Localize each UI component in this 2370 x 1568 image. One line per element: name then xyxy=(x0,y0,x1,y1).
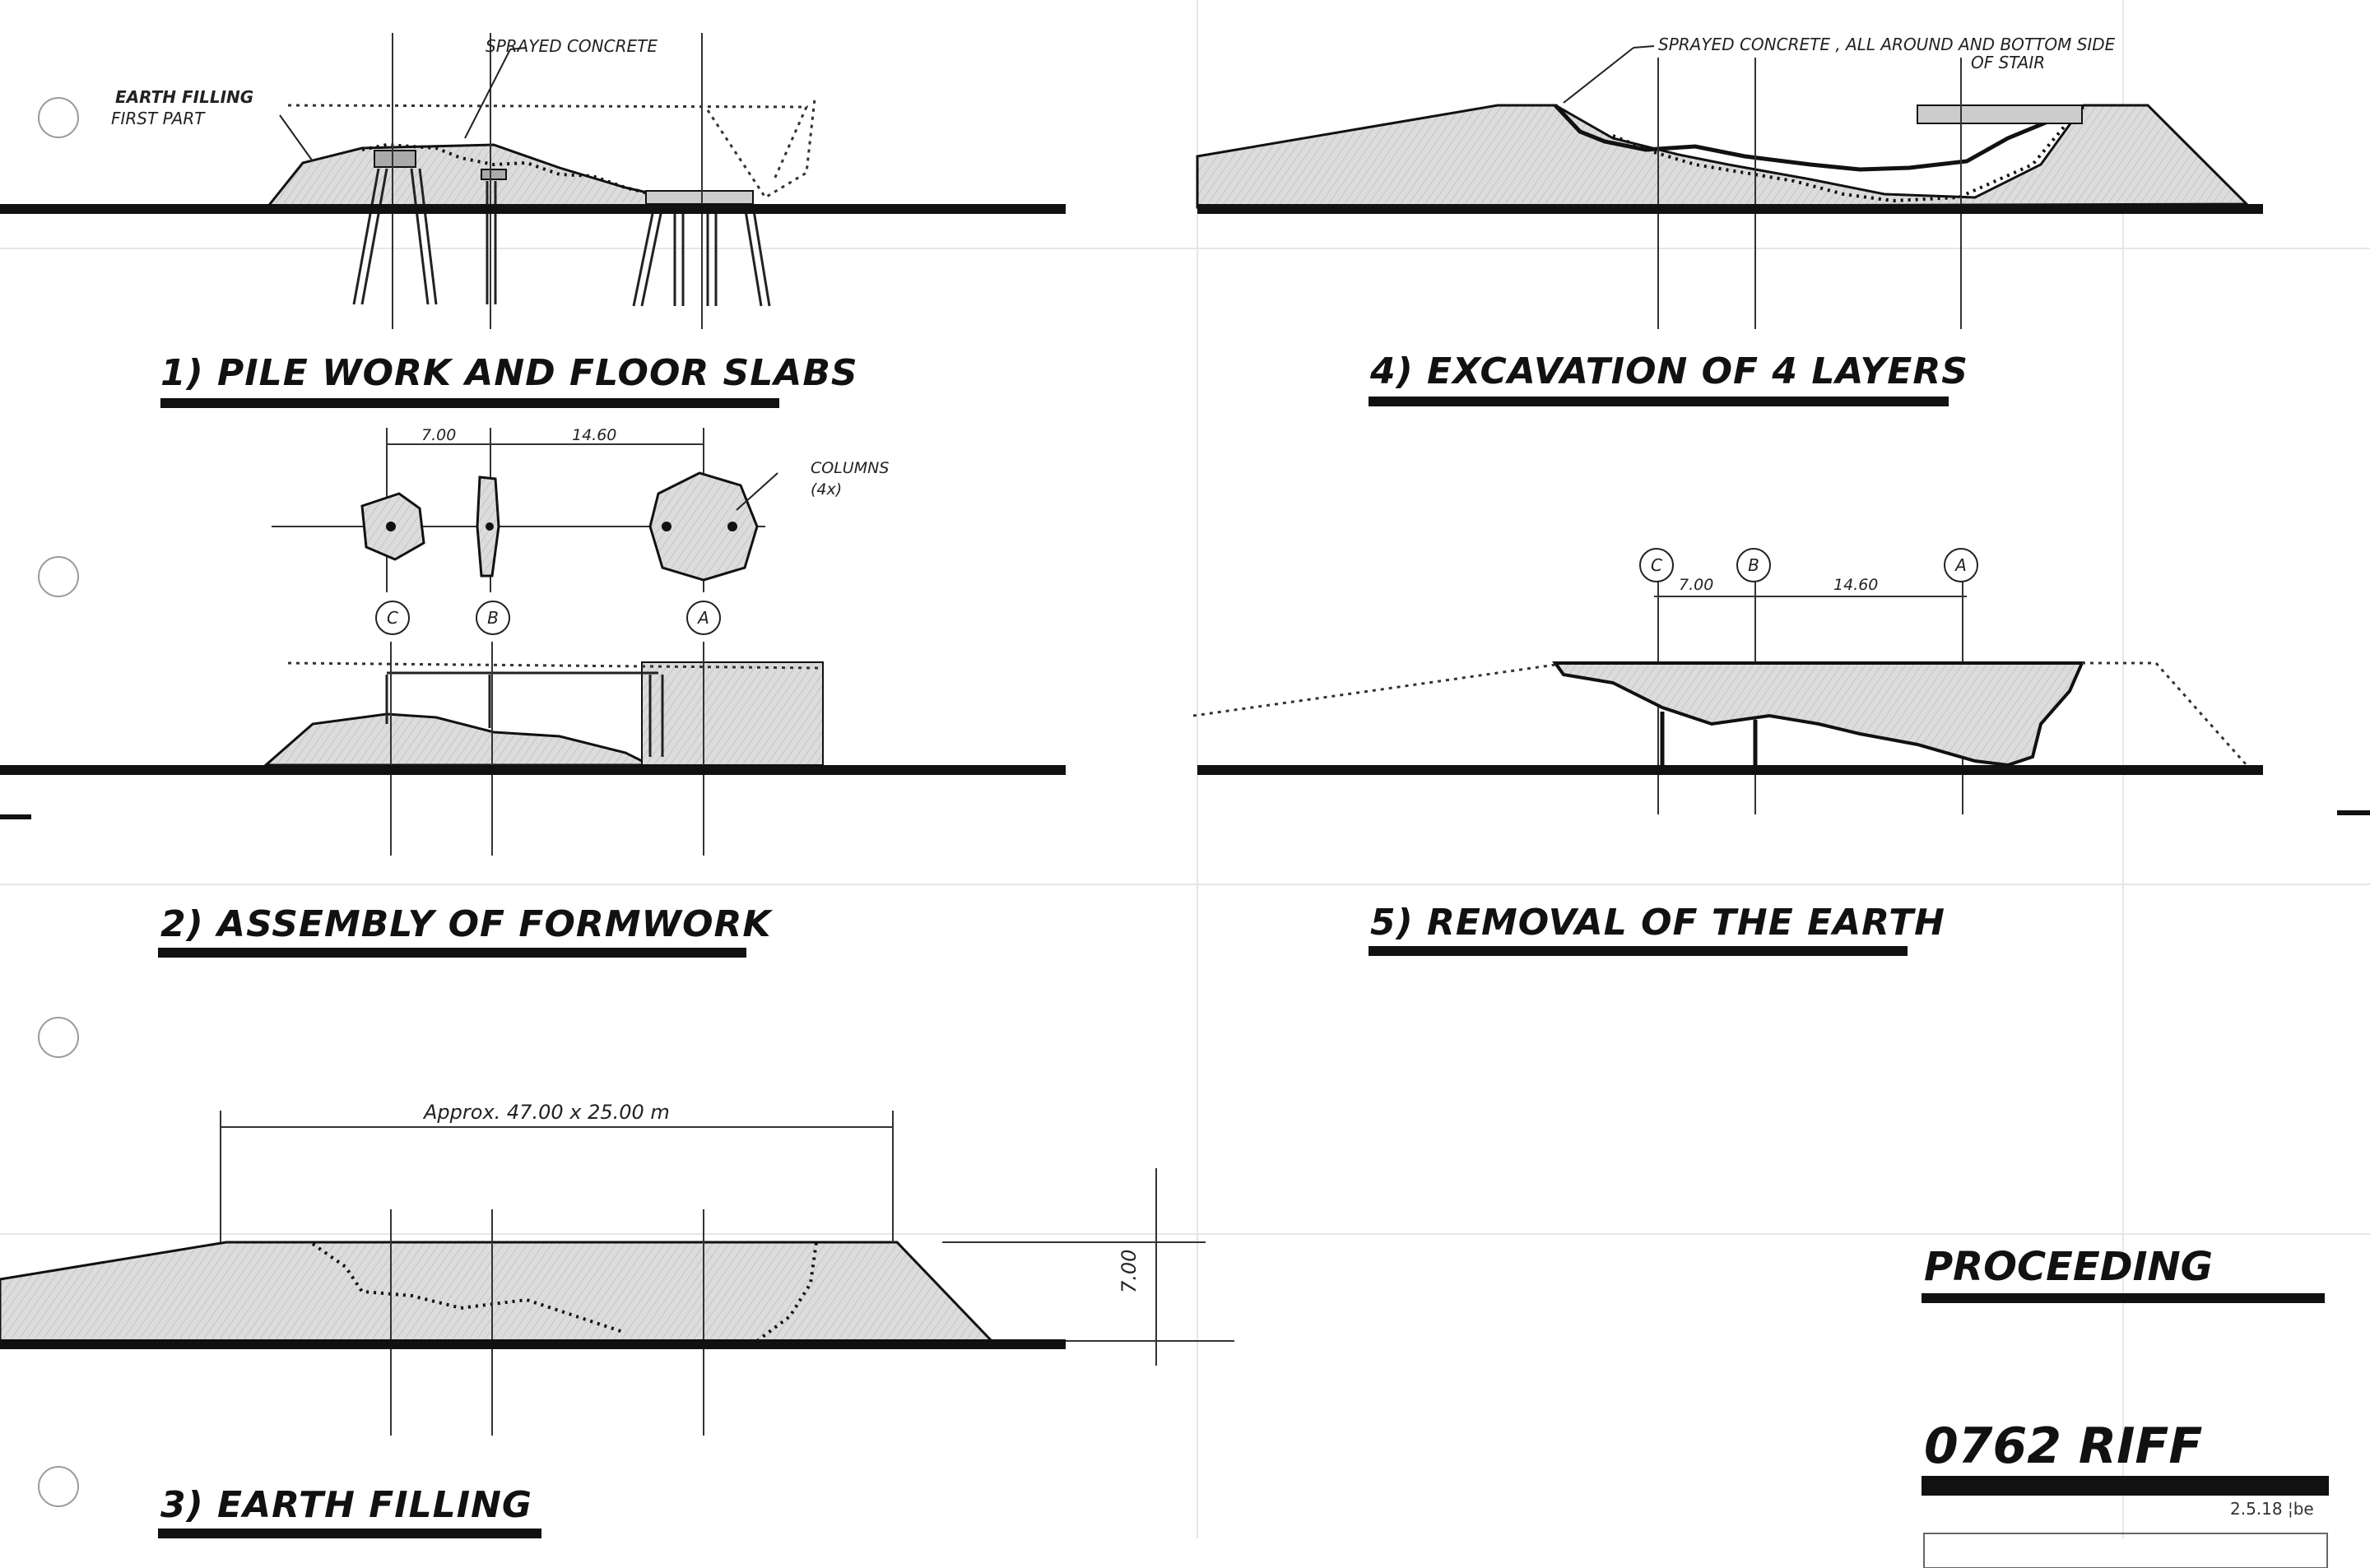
overall-dimension: Approx. 47.00 x 25.00 m xyxy=(424,1101,670,1124)
columns-count: (4x) xyxy=(811,480,843,499)
grid-bubble-b: B xyxy=(476,601,510,635)
step-2-title: 2) ASSEMBLY OF FORMWORK xyxy=(160,903,772,945)
title-underline xyxy=(158,1529,541,1538)
title-underline xyxy=(1369,946,1908,956)
first-part-note: FIRST PART xyxy=(111,109,205,128)
step-1-title: 1) PILE WORK AND FLOOR SLABS xyxy=(160,352,858,394)
formwork-block xyxy=(641,661,824,766)
punch-hole xyxy=(38,1017,79,1058)
dimension-height xyxy=(942,1168,1234,1366)
leader-line xyxy=(464,49,511,139)
section-formwork xyxy=(0,428,1066,856)
floor-slab xyxy=(374,150,416,168)
piles xyxy=(352,168,771,307)
sprayed-concrete-note: SPRAYED CONCRETE xyxy=(486,36,658,56)
excavation-dotted xyxy=(311,1242,626,1334)
grid-bubble-c: C xyxy=(1639,548,1674,582)
earth-body xyxy=(1196,104,2250,209)
floor-slab xyxy=(645,190,754,205)
dimension-14-60: 14.60 xyxy=(572,426,617,444)
step-5-title: 5) REMOVAL OF THE EARTH xyxy=(1370,902,1945,944)
title-underline xyxy=(1369,397,1949,406)
section-removal xyxy=(1192,576,2263,814)
ground-line xyxy=(1197,204,2263,214)
project-number: 0762 RIFF xyxy=(1924,1417,2203,1475)
leader-line xyxy=(1633,45,1655,49)
margin-tick xyxy=(0,814,31,819)
title-underline xyxy=(158,948,746,958)
sprayed-concrete-line xyxy=(361,142,713,209)
leader-line xyxy=(736,472,778,511)
ground-line xyxy=(0,204,1066,214)
earth-fill-body xyxy=(0,1241,995,1343)
punch-hole xyxy=(38,1466,79,1507)
dimension-7-00: 7.00 xyxy=(1679,576,1714,594)
grid-bubble-a: A xyxy=(1944,548,1978,582)
axis-lines xyxy=(1657,58,1962,329)
section-earth-filling xyxy=(0,1111,1234,1436)
columns-note: COLUMNS xyxy=(811,459,890,477)
ground-line xyxy=(1197,765,2263,775)
ground-line xyxy=(0,1339,1066,1349)
column-footing-a xyxy=(648,471,759,582)
excavation-dotted xyxy=(755,1241,818,1343)
dimension-7-00: 7.00 xyxy=(421,426,457,444)
profile-dotted xyxy=(287,104,809,182)
punch-hole xyxy=(38,556,79,597)
ground-line xyxy=(0,765,1066,775)
title-block-frame xyxy=(1923,1533,2328,1568)
stair-block xyxy=(1917,104,2083,124)
former-earth-dotted xyxy=(1192,663,1556,717)
leader-line xyxy=(279,114,314,162)
profile-dotted-right xyxy=(706,98,816,200)
axis-lines xyxy=(390,642,704,856)
leader-line xyxy=(1563,47,1634,104)
formwork-supports xyxy=(385,671,664,757)
grid-bubble-a: A xyxy=(686,601,721,635)
axis-lines xyxy=(390,1209,704,1436)
former-earth-dotted xyxy=(2082,661,2248,766)
grid-bubble-c: C xyxy=(375,601,410,635)
dimension-overall xyxy=(220,1111,894,1242)
columns xyxy=(1660,712,1758,765)
margin-tick xyxy=(2337,810,2370,815)
section-excavation xyxy=(1196,45,2263,329)
leader-line xyxy=(509,47,527,50)
sprayed-all-around-note: SPRAYED CONCRETE , ALL AROUND AND BOTTOM… xyxy=(1658,35,2116,54)
earth-mound xyxy=(263,712,651,767)
section-pile-work xyxy=(0,33,1066,329)
formwork-top-dotted xyxy=(287,661,824,670)
step-3-title: 3) EARTH FILLING xyxy=(160,1484,533,1526)
punch-hole xyxy=(38,97,79,138)
column-markers xyxy=(386,522,737,531)
structure-shell xyxy=(1552,661,2085,768)
floor-slab xyxy=(481,169,507,180)
height-dimension: 7.00 xyxy=(1118,1249,1141,1293)
sheet-heading: PROCEEDING xyxy=(1924,1244,2214,1290)
excavation-layer-dotted xyxy=(1612,114,2075,203)
heading-underline xyxy=(1922,1293,2325,1303)
project-underline xyxy=(1922,1476,2329,1496)
of-stair-note: OF STAIR xyxy=(1971,53,2046,72)
axis-lines xyxy=(392,33,703,329)
title-underline xyxy=(160,398,779,408)
sheet-date: 2.5.18 ¦be xyxy=(2230,1499,2314,1519)
grid-bubble-b: B xyxy=(1736,548,1771,582)
sprayed-concrete-outline xyxy=(1554,104,2084,172)
earth-filling-note: EARTH FILLING xyxy=(115,87,254,107)
dimension-14-60: 14.60 xyxy=(1833,576,1879,594)
step-4-title: 4) EXCAVATION OF 4 LAYERS xyxy=(1370,350,1968,392)
